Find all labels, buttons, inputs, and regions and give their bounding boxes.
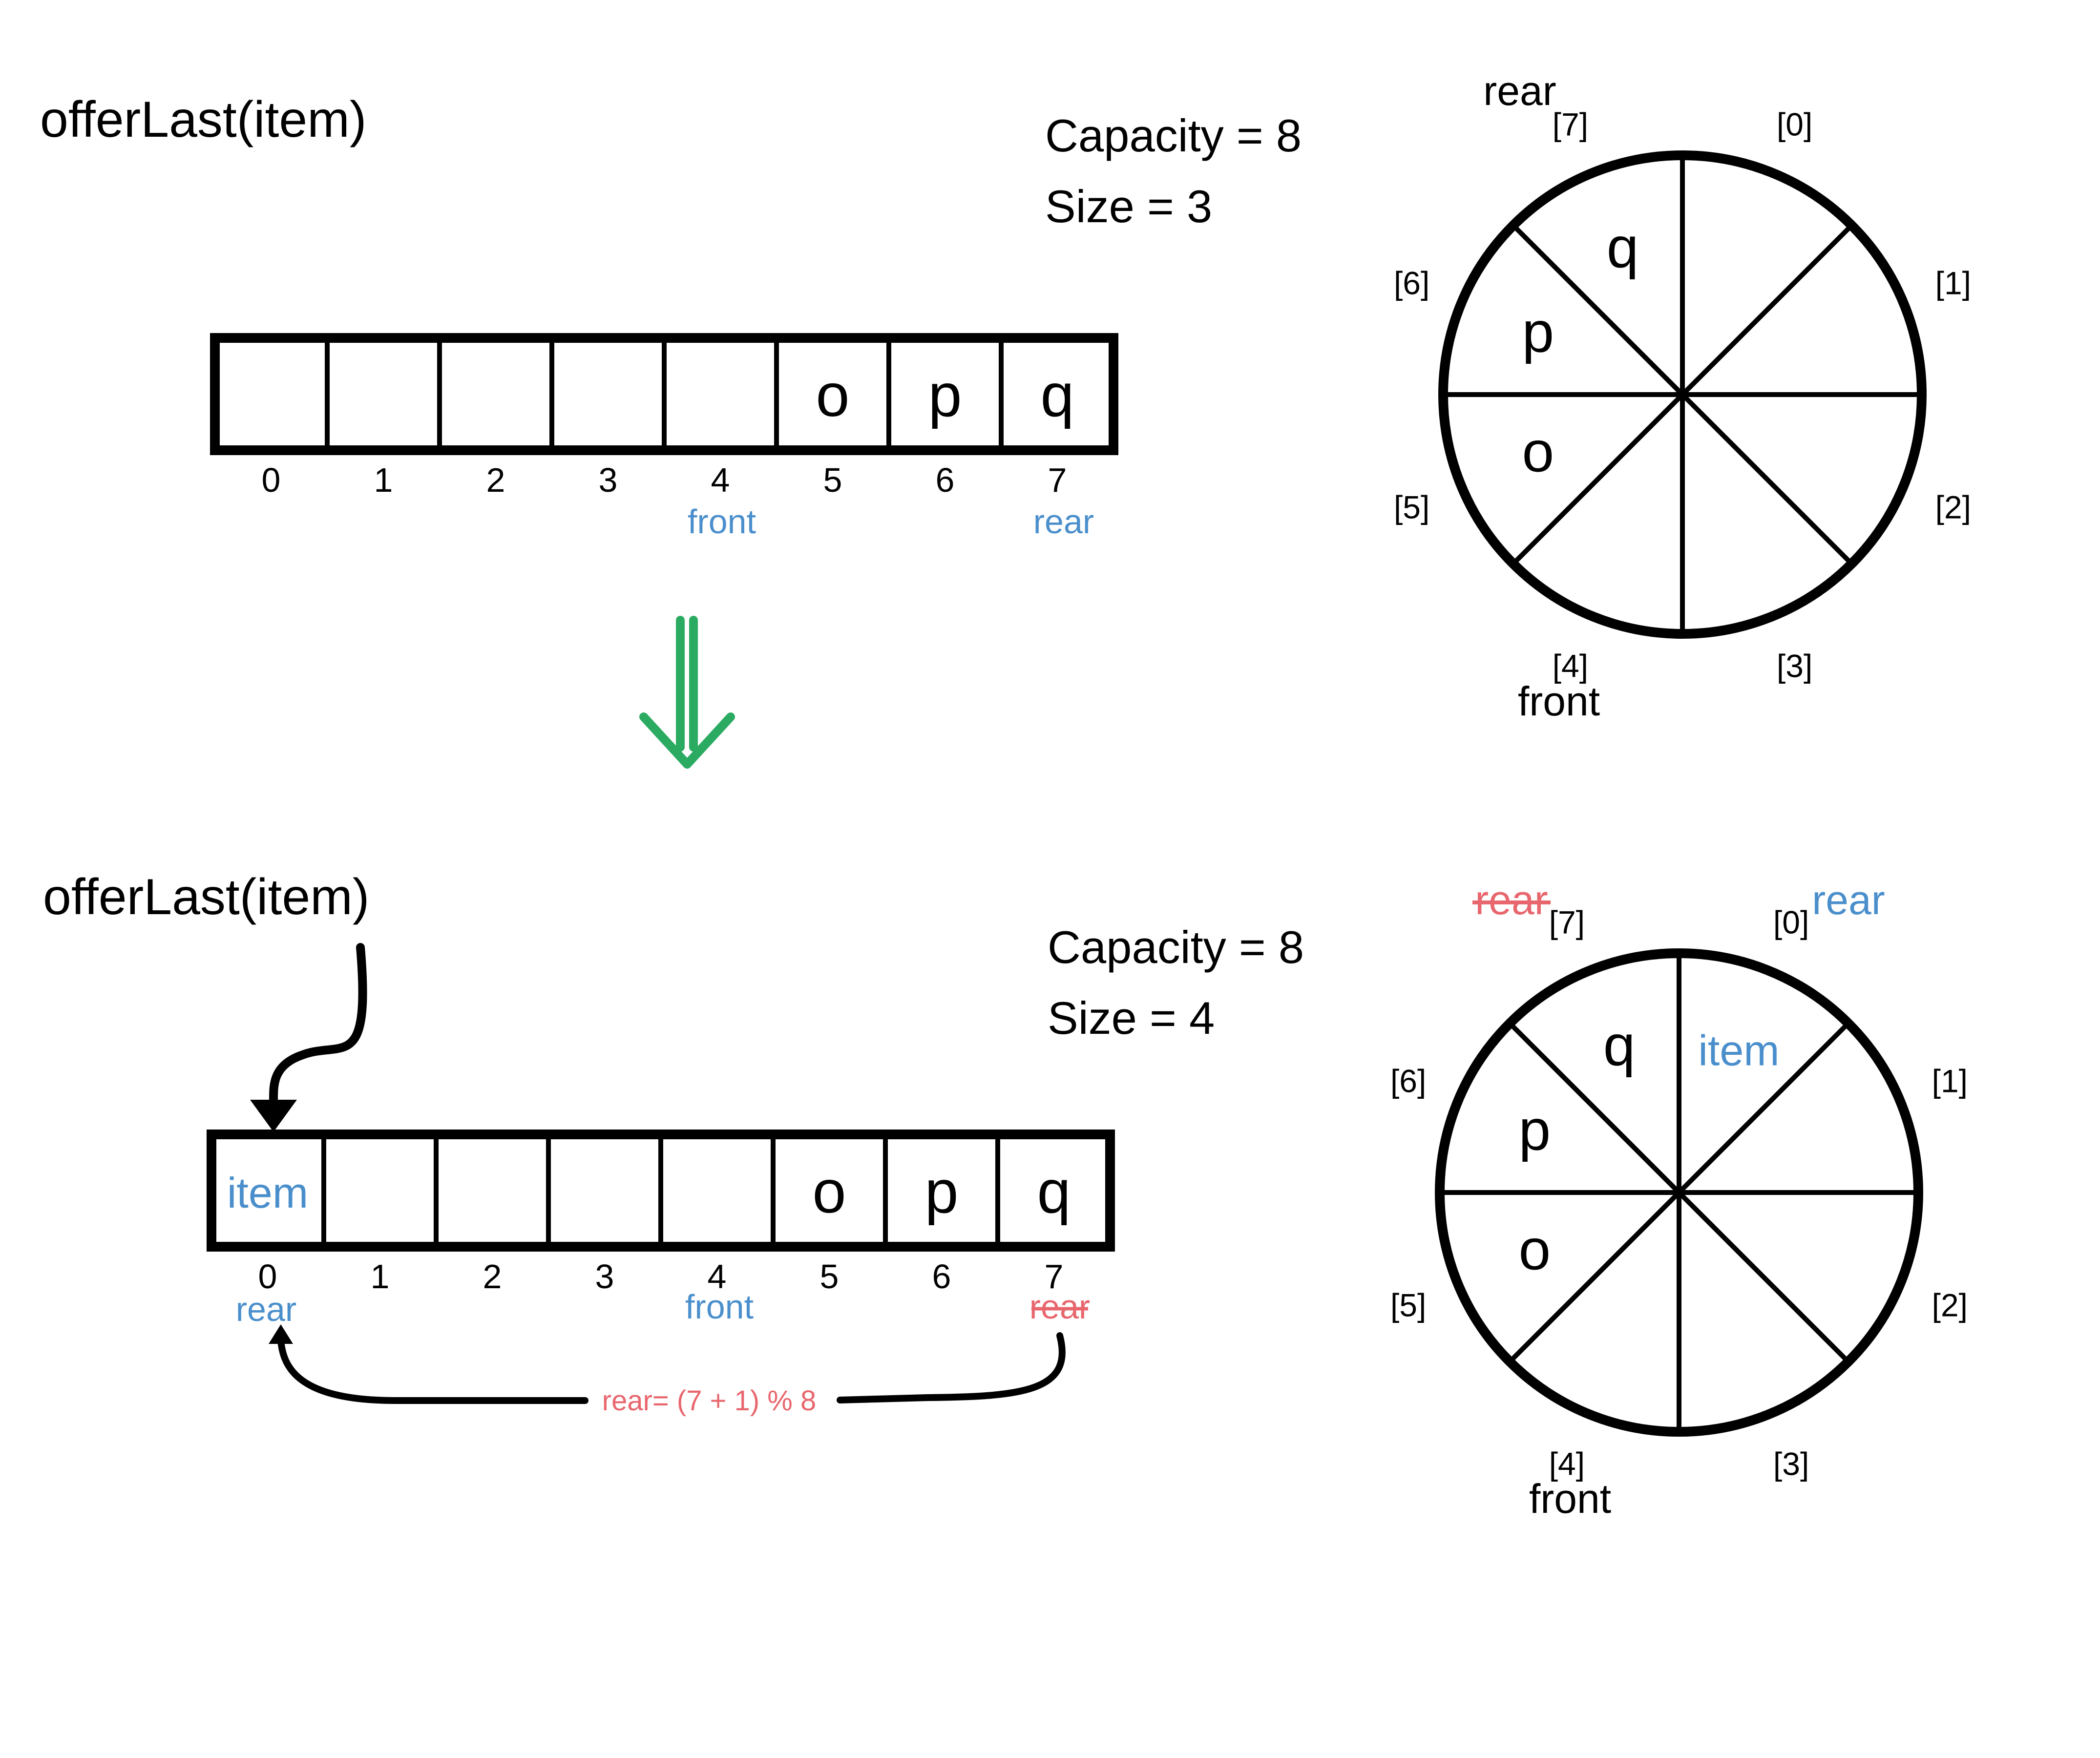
- top-array-dividers: [325, 338, 1004, 450]
- top-array: o p q 0 1 2 3 4 5 6 7: [210, 333, 1118, 499]
- circle-slot-label: [1]: [1932, 1063, 1968, 1099]
- top-circle-slot-labels: [0] [1] [2] [3] [4] [5] [6] [7]: [1394, 106, 1971, 684]
- bottom-array-cells: item o p q: [227, 1158, 1071, 1226]
- bottom-circle-slot-labels: [0] [1] [2] [3] [4] [5] [6] [7]: [1390, 904, 1968, 1482]
- bottom-front-label: front: [685, 1288, 754, 1326]
- bottom-array: item o p q 0 1 2 3 4 5 6 7: [207, 1130, 1115, 1296]
- array-index-label: 0: [258, 1257, 277, 1296]
- bottom-array-indices: 0 1 2 3 4 5 6 7: [258, 1257, 1064, 1296]
- array-index-label: 1: [374, 461, 393, 499]
- array-index-label: 7: [1048, 461, 1067, 499]
- bottom-circle-contents: item opq: [1519, 1013, 1780, 1282]
- circle-spoke: [1680, 223, 1854, 397]
- bottom-circle-spokes: [1440, 953, 1918, 1432]
- wrap-around-arrow-icon: [277, 1332, 1066, 1404]
- top-array-indices: 0 1 2 3 4 5 6 7: [262, 461, 1067, 499]
- circle-slot-label: [6]: [1394, 265, 1429, 301]
- insert-arrow-icon: [250, 943, 367, 1132]
- circle-slot-label: [4]: [1553, 648, 1588, 684]
- circle-slot-label: [2]: [1935, 489, 1971, 525]
- circle-slot-content: q: [1603, 1013, 1636, 1078]
- circle-slot-content: p: [1522, 300, 1554, 365]
- top-circle-contents: opq: [1522, 215, 1639, 484]
- circle-spoke: [1508, 1021, 1681, 1194]
- top-circle-front-label: front: [1518, 678, 1600, 724]
- circle-slot-label: [0]: [1773, 904, 1809, 941]
- circle-slot-label: [3]: [1777, 648, 1812, 684]
- circle-slot-label: [7]: [1549, 904, 1585, 941]
- circle-spoke: [1508, 1191, 1681, 1364]
- circle-slot-label: [5]: [1390, 1287, 1426, 1323]
- bottom-circle-front-label: front: [1529, 1476, 1611, 1522]
- array-index-label: 2: [486, 461, 505, 499]
- array-cell-value: p: [928, 362, 962, 429]
- array-index-label: 4: [711, 461, 730, 499]
- array-index-label: 3: [595, 1257, 614, 1296]
- array-cell-value: q: [1041, 362, 1074, 429]
- circle-slot-label: [5]: [1394, 489, 1429, 525]
- wrap-arrowhead-icon: [269, 1324, 293, 1344]
- array-cell-value: o: [813, 1158, 846, 1226]
- array-index-label: 6: [936, 461, 955, 499]
- bottom-array-dividers: [321, 1134, 1000, 1247]
- array-index-label: 2: [483, 1257, 502, 1296]
- array-index-label: 6: [932, 1257, 951, 1296]
- circle-slot-content: o: [1522, 419, 1554, 484]
- top-front-label: front: [688, 502, 756, 541]
- array-cell-value: o: [816, 362, 850, 429]
- circle-slot-content: o: [1519, 1217, 1551, 1282]
- circle-spoke: [1511, 223, 1684, 397]
- bottom-circle-old-rear-label: rear: [1475, 877, 1548, 923]
- array-index-label: 5: [820, 1257, 839, 1296]
- bottom-title: offerLast(item): [43, 869, 370, 925]
- array-index-label: 4: [708, 1257, 727, 1296]
- top-circular-buffer: [0] [1] [2] [3] [4] [5] [6] [7] opq: [1394, 106, 1971, 684]
- circle-slot-label: [1]: [1935, 265, 1971, 301]
- circle-spoke: [1677, 1191, 1850, 1364]
- top-circle-spokes: [1443, 155, 1922, 634]
- double-down-arrow-icon: [639, 616, 735, 769]
- array-index-label: 5: [823, 461, 842, 499]
- bottom-circular-buffer: [0] [1] [2] [3] [4] [5] [6] [7] item opq: [1390, 904, 1968, 1482]
- circle-slot-label: [7]: [1553, 106, 1588, 143]
- array-cell-value: item: [227, 1169, 308, 1217]
- top-size: Size = 3: [1045, 181, 1212, 232]
- circle-slot-label: [6]: [1390, 1063, 1426, 1099]
- array-index-label: 1: [371, 1257, 390, 1296]
- array-cell-value: q: [1037, 1158, 1071, 1226]
- circle-slot-content: q: [1607, 215, 1639, 280]
- circle-spoke: [1677, 1021, 1850, 1194]
- top-capacity: Capacity = 8: [1045, 110, 1302, 161]
- circle-slot-label: [0]: [1777, 106, 1812, 143]
- bottom-rear-label: rear: [236, 1290, 296, 1328]
- top-array-cells: o p q: [816, 362, 1074, 429]
- top-rear-label: rear: [1033, 502, 1094, 541]
- circle-spoke: [1511, 393, 1684, 566]
- bottom-size: Size = 4: [1048, 992, 1215, 1044]
- array-index-label: 3: [599, 461, 618, 499]
- array-index-label: 0: [262, 461, 281, 499]
- circle-slot-content: p: [1519, 1098, 1551, 1163]
- bottom-capacity: Capacity = 8: [1048, 921, 1304, 973]
- circle-slot-content: item: [1698, 1026, 1779, 1074]
- bottom-circle-new-rear-label: rear: [1812, 877, 1885, 923]
- circle-slot-label: [4]: [1549, 1445, 1585, 1482]
- bottom-old-rear-label: rear: [1029, 1288, 1090, 1326]
- circle-slot-label: [2]: [1932, 1287, 1968, 1323]
- circle-slot-label: [3]: [1773, 1445, 1809, 1482]
- array-index-label: 7: [1045, 1257, 1064, 1296]
- rear-update-formula: rear= (7 + 1) % 8: [602, 1385, 816, 1417]
- top-title: offerLast(item): [40, 91, 367, 148]
- circle-spoke: [1680, 393, 1854, 566]
- top-circle-rear-label: rear: [1483, 68, 1556, 114]
- array-cell-value: p: [925, 1158, 959, 1226]
